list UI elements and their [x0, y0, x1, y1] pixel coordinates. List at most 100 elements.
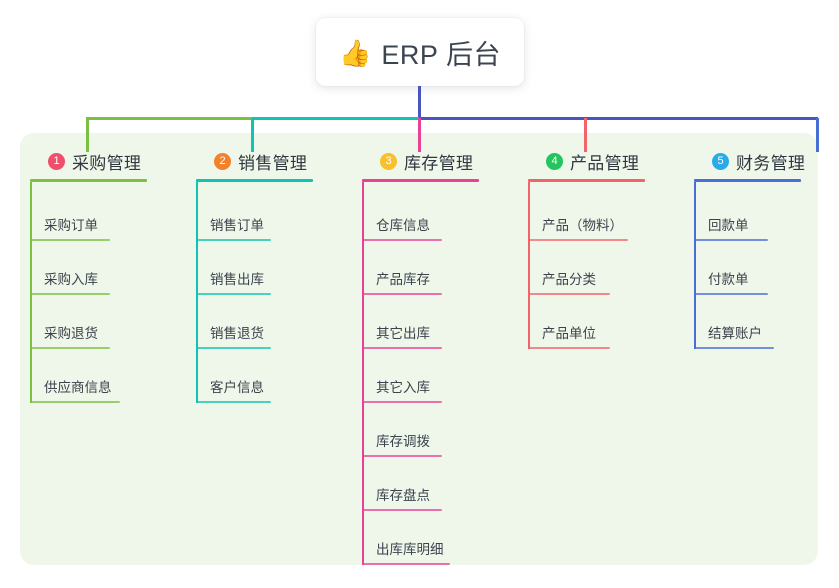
- branch-sub-item[interactable]: 付款单: [694, 241, 824, 295]
- branch-header-rule: [694, 179, 801, 182]
- branch-sub-item[interactable]: 其它入库: [362, 349, 502, 403]
- branch-sub-item[interactable]: 采购入库: [30, 241, 170, 295]
- branch-sub-item-label: 回款单: [708, 218, 749, 233]
- branch-sub-item-rule: [528, 293, 610, 295]
- branch-sub-item[interactable]: 结算账户: [694, 295, 824, 349]
- branch-sub-item-label: 销售订单: [210, 218, 264, 233]
- branch-sub-item-label: 产品（物料）: [542, 218, 623, 233]
- root-node[interactable]: 👍 ERP 后台: [316, 18, 524, 86]
- branch-sub-item[interactable]: 出库库明细: [362, 511, 502, 565]
- branch-sub-item[interactable]: 采购退货: [30, 295, 170, 349]
- branch-sub-item[interactable]: 采购订单: [30, 187, 170, 241]
- branch-column-5[interactable]: 5 财务管理回款单付款单结算账户: [694, 146, 834, 349]
- branch-sub-item[interactable]: 销售退货: [196, 295, 336, 349]
- branch-sub-item-rule: [362, 401, 442, 403]
- branch-sub-item[interactable]: 库存盘点: [362, 457, 502, 511]
- branch-sub-item-label: 销售出库: [210, 272, 264, 287]
- branch-sub-item-label: 库存盘点: [376, 488, 430, 503]
- branch-sub-item[interactable]: 产品分类: [528, 241, 668, 295]
- branch-header[interactable]: 5 财务管理: [694, 146, 834, 176]
- branch-sub-item-label: 采购订单: [44, 218, 98, 233]
- diagram-panel: [20, 133, 818, 565]
- branch-title: 库存管理: [404, 153, 474, 173]
- branch-sub-item[interactable]: 销售出库: [196, 241, 336, 295]
- branch-sub-item-label: 付款单: [708, 272, 749, 287]
- branch-column-2[interactable]: 2 销售管理销售订单销售出库销售退货客户信息: [196, 146, 346, 403]
- thumbs-up-icon: 👍: [339, 38, 372, 68]
- branch-sub-item-label: 库存调拨: [376, 434, 430, 449]
- branch-sub-item-rule: [694, 293, 768, 295]
- branch-sub-item[interactable]: 产品（物料）: [528, 187, 668, 241]
- branch-items: 回款单付款单结算账户: [694, 182, 834, 349]
- branch-sub-item-label: 其它入库: [376, 380, 430, 395]
- branch-number-badge: 5: [712, 152, 729, 170]
- branch-items: 销售订单销售出库销售退货客户信息: [196, 182, 346, 403]
- branch-items: 产品（物料） 产品分类产品单位: [528, 182, 678, 349]
- branch-sub-item-label: 结算账户: [708, 326, 762, 341]
- branch-sub-item-rule: [362, 563, 450, 565]
- branch-sub-item-rule: [362, 239, 442, 241]
- branch-header[interactable]: 2 销售管理: [196, 146, 346, 176]
- branch-sub-item-rule: [362, 509, 442, 511]
- branch-spine: [528, 182, 530, 349]
- branch-header[interactable]: 3 库存管理: [362, 146, 512, 176]
- branch-sub-item-rule: [362, 455, 442, 457]
- branch-sub-item[interactable]: 仓库信息: [362, 187, 502, 241]
- branch-spine: [362, 182, 364, 565]
- branch-sub-item-label: 采购退货: [44, 326, 98, 341]
- branch-sub-item-rule: [528, 347, 610, 349]
- branch-spine: [196, 182, 198, 403]
- branch-sub-item-label: 销售退货: [210, 326, 264, 341]
- branch-sub-item-rule: [362, 347, 442, 349]
- branch-spine: [694, 182, 696, 349]
- branch-column-1[interactable]: 1 采购管理采购订单采购入库采购退货供应商信息: [30, 146, 180, 403]
- branch-sub-item[interactable]: 供应商信息: [30, 349, 170, 403]
- branch-spine: [30, 182, 32, 403]
- branch-title: 财务管理: [736, 153, 806, 173]
- branch-header-rule: [196, 179, 313, 182]
- branch-sub-item-label: 出库库明细: [376, 542, 444, 557]
- root-title: ERP 后台: [381, 39, 501, 70]
- branch-sub-item-rule: [362, 293, 442, 295]
- branch-sub-item-rule: [196, 293, 271, 295]
- branch-sub-item-label: 仓库信息: [376, 218, 430, 233]
- branch-column-3[interactable]: 3 库存管理仓库信息产品库存其它出库其它入库库存调拨库存盘点出库库明细: [362, 146, 512, 565]
- branch-title: 产品管理: [570, 153, 640, 173]
- branch-number-badge: 1: [48, 152, 65, 170]
- branch-number-badge: 4: [546, 152, 563, 170]
- branch-sub-item-rule: [30, 239, 110, 241]
- branch-title: 销售管理: [238, 153, 308, 173]
- branch-header-rule: [30, 179, 147, 182]
- branch-sub-item-rule: [528, 239, 628, 241]
- branch-column-4[interactable]: 4 产品管理产品（物料） 产品分类产品单位: [528, 146, 678, 349]
- branch-sub-item-rule: [30, 401, 120, 403]
- branch-sub-item-rule: [694, 239, 768, 241]
- branch-sub-item[interactable]: 库存调拨: [362, 403, 502, 457]
- branch-sub-item-label: 其它出库: [376, 326, 430, 341]
- branch-sub-item-rule: [196, 239, 271, 241]
- branch-sub-item-label: 产品库存: [376, 272, 430, 287]
- branch-sub-item[interactable]: 产品库存: [362, 241, 502, 295]
- branch-sub-item-rule: [30, 293, 110, 295]
- branch-sub-item-label: 产品分类: [542, 272, 596, 287]
- branch-sub-item[interactable]: 产品单位: [528, 295, 668, 349]
- branch-header[interactable]: 4 产品管理: [528, 146, 678, 176]
- branch-sub-item[interactable]: 其它出库: [362, 295, 502, 349]
- branch-sub-item-rule: [30, 347, 110, 349]
- branch-items: 采购订单采购入库采购退货供应商信息: [30, 182, 180, 403]
- branch-header-rule: [528, 179, 645, 182]
- branch-sub-item-rule: [694, 347, 774, 349]
- branch-title: 采购管理: [72, 153, 142, 173]
- branch-sub-item-label: 供应商信息: [44, 380, 112, 395]
- branch-number-badge: 3: [380, 152, 397, 170]
- branch-sub-item[interactable]: 回款单: [694, 187, 824, 241]
- branch-sub-item-rule: [196, 401, 271, 403]
- branch-sub-item[interactable]: 销售订单: [196, 187, 336, 241]
- branch-header[interactable]: 1 采购管理: [30, 146, 180, 176]
- branch-sub-item[interactable]: 客户信息: [196, 349, 336, 403]
- branch-items: 仓库信息产品库存其它出库其它入库库存调拨库存盘点出库库明细: [362, 182, 512, 565]
- branch-number-badge: 2: [214, 152, 231, 170]
- branch-sub-item-label: 采购入库: [44, 272, 98, 287]
- branch-sub-item-rule: [196, 347, 271, 349]
